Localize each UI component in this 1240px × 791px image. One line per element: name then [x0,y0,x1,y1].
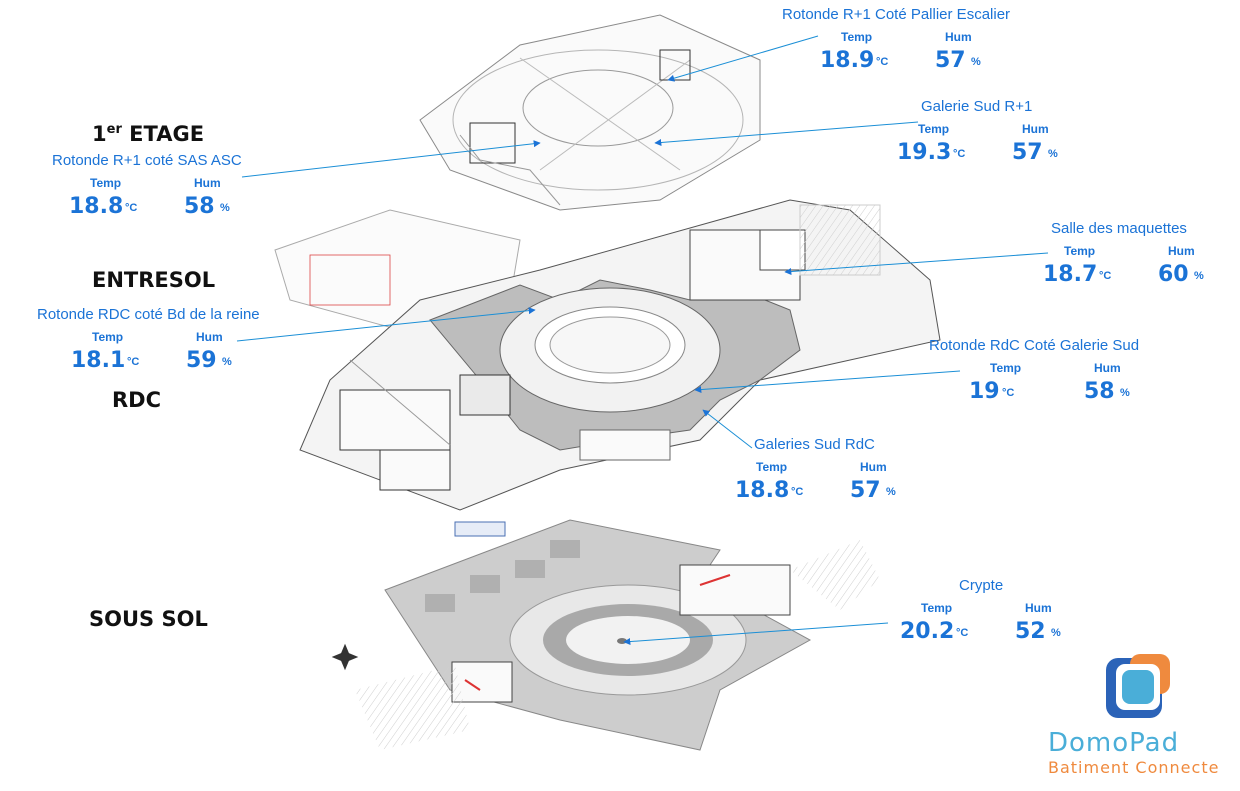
temp-label: Temp [918,122,950,136]
hum-label: Hum [194,176,221,190]
hum-unit: % [1194,270,1204,282]
hum-value: 57 [935,48,966,73]
sensor-name: Galerie Sud R+1 [921,98,1033,115]
hum-label: Hum [1022,122,1049,136]
temp-value: 20.2 [900,619,955,644]
temp-label: Temp [1064,244,1096,258]
temp-unit: °C [1002,387,1015,399]
logo-tagline: Batiment Connecte [1048,758,1220,777]
plan-1er-etage [419,14,761,211]
hum-value: 57 [1012,140,1043,165]
sensor-name: Rotonde R+1 coté SAS ASC [52,152,242,169]
leader-lines [236,35,1049,646]
hum-value: 59 [186,348,217,373]
floor-label-sous-sol: SOUS SOL [89,607,208,631]
sensor-name: Rotonde RDC coté Bd de la reine [37,306,260,323]
temp-value: 18.1 [71,348,126,373]
hum-unit: % [971,56,981,68]
sensor-name: Crypte [959,577,1004,594]
hum-unit: % [1051,627,1061,639]
temp-label: Temp [921,601,953,615]
temp-unit: °C [956,627,969,639]
floor-label-rdc: RDC [112,388,162,412]
temp-value: 18.7 [1043,262,1098,287]
hum-label: Hum [860,460,887,474]
temp-label: Temp [990,361,1022,375]
hum-label: Hum [1168,244,1195,258]
temp-value: 18.8 [735,478,790,503]
hum-label: Hum [1094,361,1121,375]
temp-label: Temp [841,30,873,44]
compass-rose-icon [331,643,359,671]
temp-unit: °C [953,148,966,160]
temp-unit: °C [125,202,138,214]
hum-value: 58 [184,194,215,219]
domopad-logo-icon [1106,654,1170,718]
floor-label-1er-etage: 1er ETAGE [92,122,205,146]
hum-label: Hum [945,30,972,44]
temp-label: Temp [756,460,788,474]
sensor-name: Rotonde R+1 Coté Pallier Escalier [782,6,1011,23]
plan-sous-sol [355,519,880,751]
floor-label-entresol: ENTRESOL [92,268,216,292]
sensor-name: Rotonde RdC Coté Galerie Sud [929,337,1140,354]
temp-label: Temp [90,176,122,190]
temp-value: 19 [969,379,1000,404]
temp-unit: °C [127,356,140,368]
hum-unit: % [220,202,230,214]
logo-brand-text: DomoPad [1048,728,1180,758]
hum-unit: % [1120,387,1130,399]
sensor-name: Galeries Sud RdC [754,436,875,453]
temp-value: 18.8 [69,194,124,219]
plan-rdc-entresol [274,199,941,537]
hum-value: 52 [1015,619,1046,644]
temp-unit: °C [876,56,889,68]
temp-value: 18.9 [820,48,875,73]
temp-label: Temp [92,330,124,344]
hum-unit: % [222,356,232,368]
temp-value: 19.3 [897,140,952,165]
sensor-name: Salle des maquettes [1051,220,1187,237]
hum-label: Hum [1025,601,1052,615]
hum-value: 60 [1158,262,1189,287]
temp-unit: °C [791,486,804,498]
temp-unit: °C [1099,270,1112,282]
hum-value: 57 [850,478,881,503]
hum-unit: % [1048,148,1058,160]
domopad-logo: DomoPad Batiment Connecte [1040,650,1235,780]
hum-label: Hum [196,330,223,344]
hum-value: 58 [1084,379,1115,404]
hum-unit: % [886,486,896,498]
